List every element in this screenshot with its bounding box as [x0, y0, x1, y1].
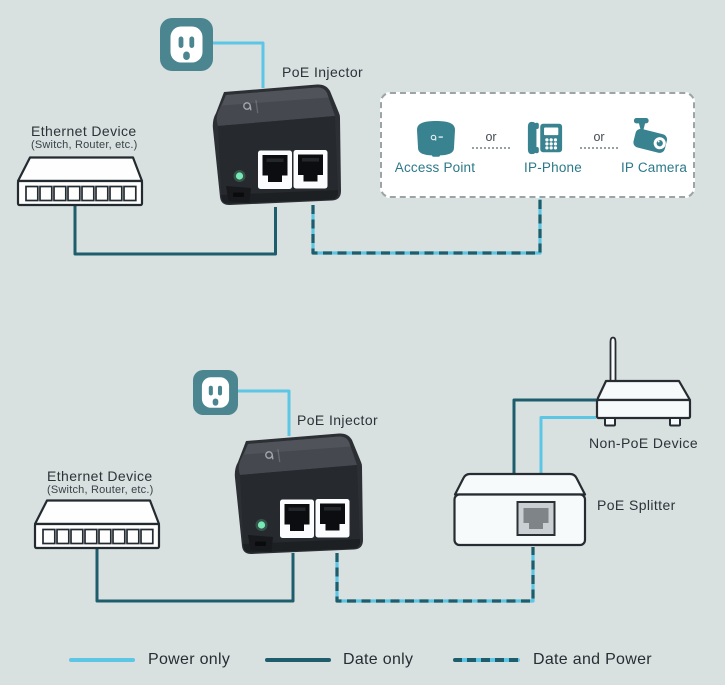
date-only-line-swatch [265, 658, 331, 662]
bottom-data-line [95, 549, 295, 603]
or-text: or [485, 130, 497, 144]
ip-camera-icon [633, 117, 668, 153]
or-text: or [593, 130, 605, 144]
top-data-line [73, 206, 277, 256]
non-poe-device-label: Non-PoE Device [589, 435, 699, 451]
top-ethernet-device-label: Ethernet Device [31, 123, 137, 139]
ip-camera-label: IP Camera [620, 160, 688, 175]
bottom-data-power-line [335, 547, 535, 603]
power-only-line-swatch [69, 658, 135, 662]
bottom-ethernet-device-sublabel: (Switch, Router, etc.) [47, 484, 154, 496]
non-poe-device [595, 336, 692, 427]
power-only-label: Power only [148, 651, 231, 668]
bottom-power-line [237, 389, 291, 436]
dotted-divider [472, 147, 510, 149]
ip-phone-label: IP-Phone [524, 160, 582, 175]
dotted-divider [580, 147, 618, 149]
ip-phone-icon [527, 121, 563, 155]
top-data-power-line [311, 199, 542, 255]
or-separator: or [580, 130, 618, 149]
powered-devices-box: or or [380, 92, 695, 198]
top-power-line [213, 41, 265, 88]
bottom-ethernet-device-label: Ethernet Device [47, 468, 153, 484]
splitter-power-line [539, 416, 596, 474]
poe-splitter-device [453, 472, 587, 547]
access-point-icon [417, 121, 455, 157]
date-only-label: Date only [343, 651, 414, 668]
access-point-label: Access Point [394, 160, 476, 175]
poe-splitter-label: PoE Splitter [597, 497, 676, 513]
top-ethernet-device-sublabel: (Switch, Router, etc.) [31, 139, 138, 151]
or-separator: or [472, 130, 510, 149]
date-and-power-line-swatch [453, 658, 520, 662]
date-and-power-label: Date and Power [533, 651, 652, 668]
splitter-data-line [512, 398, 596, 474]
bottom-poe-injector-label: PoE Injector [297, 412, 379, 428]
top-poe-injector-label: PoE Injector [282, 64, 364, 80]
